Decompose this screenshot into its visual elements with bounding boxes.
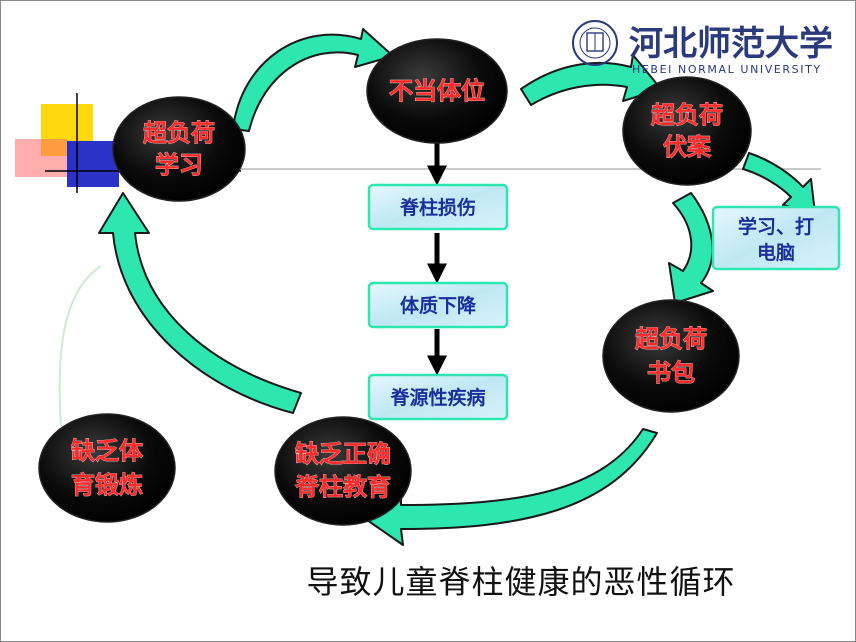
node-overload-study: 超负荷 学习 <box>112 96 246 202</box>
node-label-line: 育锻炼 <box>71 471 143 499</box>
arrow-desk-to-computer <box>742 152 816 214</box>
node-label-line: 不当体位 <box>389 77 485 105</box>
box-label-line: 电脑 <box>757 241 795 264</box>
node-label-line: 超负荷 <box>651 101 723 129</box>
university-logo: 河北师范大学 HEBEI NORMAL UNIVERSITY <box>572 20 833 76</box>
box-study-computer: 学习、打 电脑 <box>711 205 841 271</box>
arrow-study-to-posture <box>232 28 394 132</box>
arrow-desk-to-bag <box>668 192 714 304</box>
node-label-line: 缺乏体 <box>71 437 144 465</box>
arrow-education-to-study <box>98 192 302 414</box>
corner-decoration <box>15 93 821 193</box>
connector-line <box>58 265 102 427</box>
box-spine-injury: 脊柱损伤 <box>367 183 509 231</box>
logo-name-en: HEBEI NORMAL UNIVERSITY <box>632 63 822 76</box>
node-label-line: 书包 <box>647 359 695 387</box>
node-overload-desk: 超负荷 伏案 <box>622 76 752 186</box>
node-label-line: 超负荷 <box>635 325 707 353</box>
box-label: 脊源性疾病 <box>389 386 485 409</box>
diagram-title: 导致儿童脊柱健康的恶性循环 <box>306 563 735 601</box>
box-label: 脊柱损伤 <box>399 196 476 219</box>
box-label: 体质下降 <box>400 294 477 317</box>
green-arrows <box>98 28 714 546</box>
node-label-line: 伏案 <box>663 133 712 161</box>
node-label-line: 脊柱教育 <box>294 473 391 501</box>
box-physique-decline: 体质下降 <box>367 281 509 329</box>
box-spine-disease: 脊源性疾病 <box>367 373 509 421</box>
node-label-line: 学习 <box>155 151 203 179</box>
node-label-line: 缺乏正确 <box>295 440 391 468</box>
node-overload-bag: 超负荷 书包 <box>602 299 740 413</box>
box-label-line: 学习、打 <box>738 215 814 238</box>
node-lack-education: 缺乏正确 脊柱教育 <box>274 416 412 526</box>
node-label-line: 超负荷 <box>143 119 215 147</box>
node-improper-posture: 不当体位 <box>366 38 508 144</box>
university-seal-icon <box>572 20 618 66</box>
logo-name-cn: 河北师范大学 <box>629 24 833 64</box>
node-lack-exercise: 缺乏体 育锻炼 <box>38 413 176 523</box>
